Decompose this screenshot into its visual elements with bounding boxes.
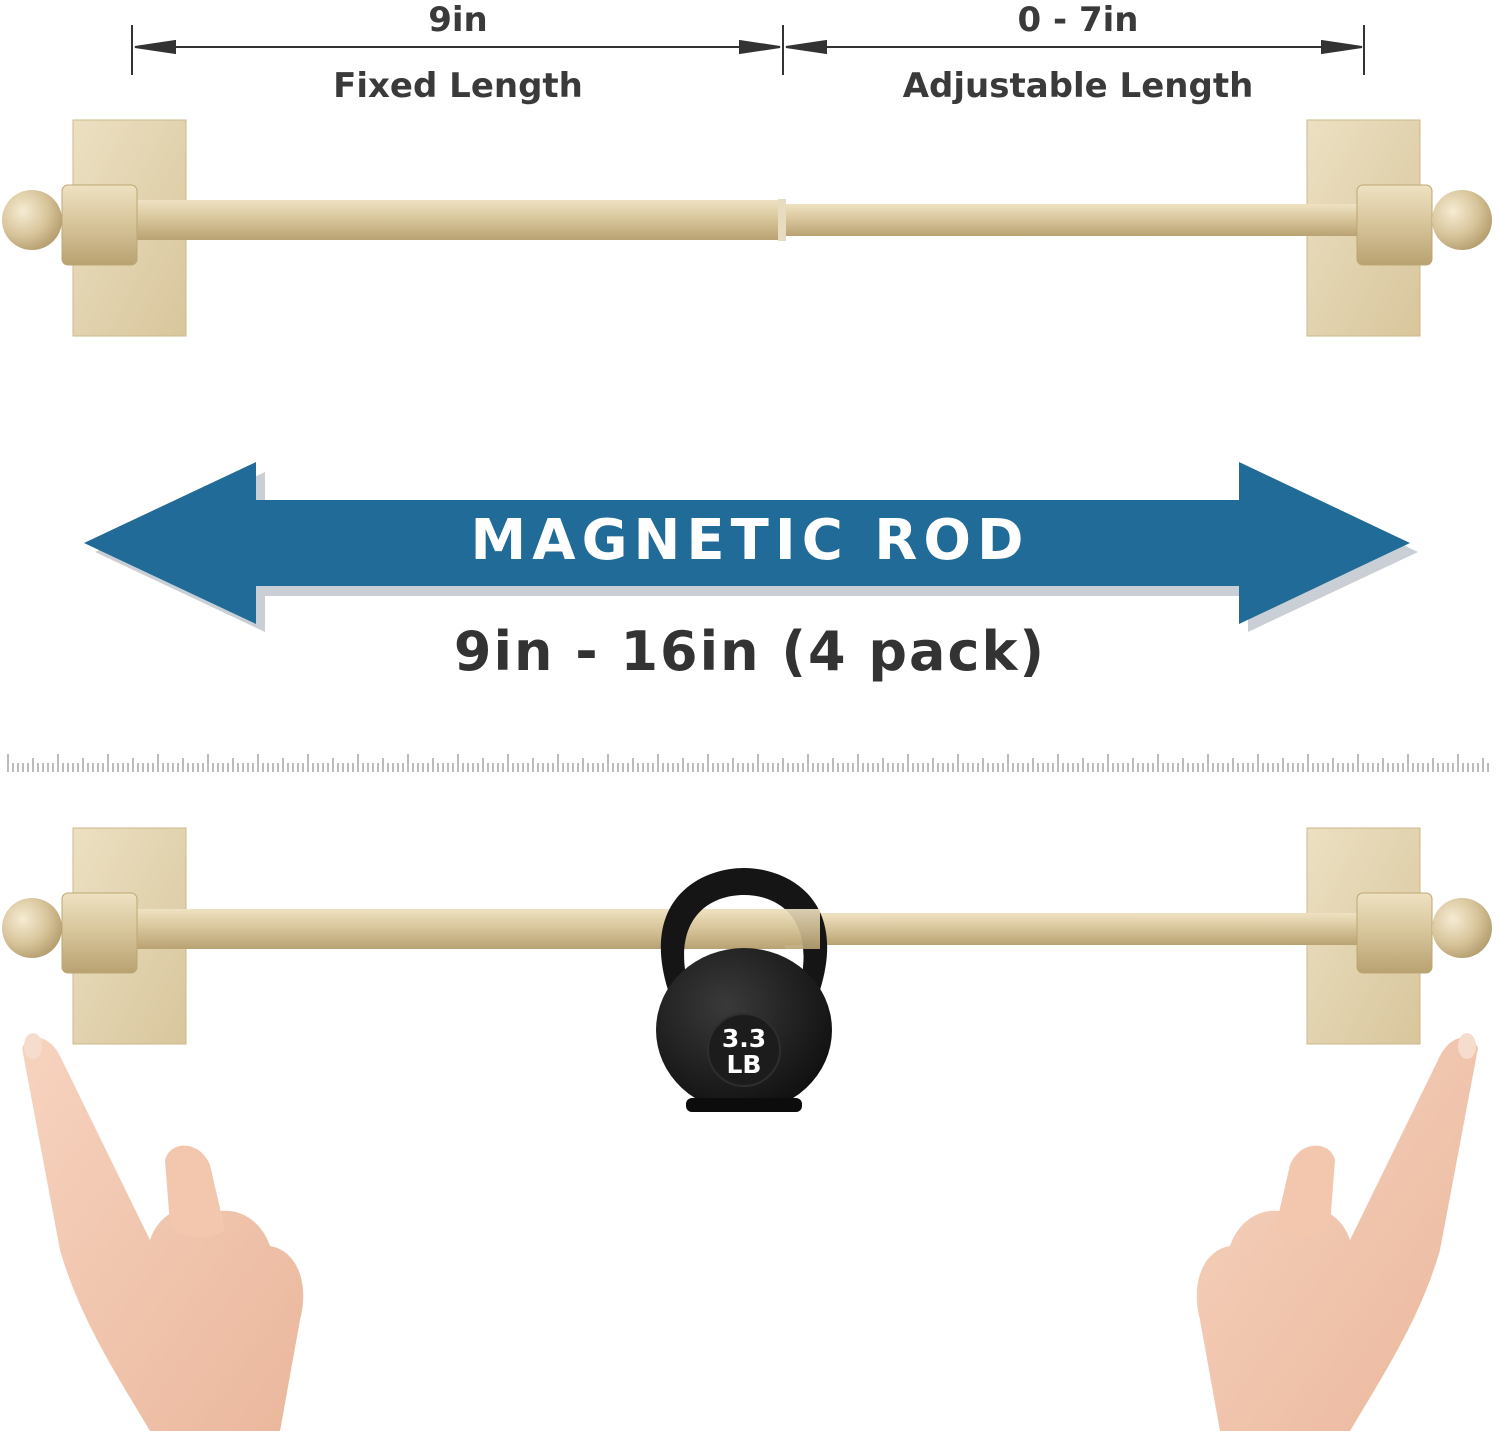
right-holder [1356, 892, 1433, 974]
ruler-icon [7, 754, 1489, 772]
right-holder [1356, 184, 1433, 266]
double-arrow-icon [84, 462, 1418, 632]
fixed-length-value: 9in [428, 0, 488, 40]
rod-joint [778, 199, 786, 241]
fixed-length-label: Fixed Length [333, 66, 583, 106]
length-range: 9in - 16in (4 pack) [453, 620, 1047, 683]
hand-icon [1196, 1033, 1478, 1431]
kettlebell-weight-unit: LB [726, 1050, 762, 1079]
right-finial [1432, 190, 1492, 250]
left-holder [61, 892, 138, 974]
right-finial [1432, 898, 1492, 958]
top-rod-assembly [2, 119, 1492, 337]
rod-fixed-section [130, 200, 785, 240]
product-title: MAGNETIC ROD [470, 508, 1030, 573]
adjustable-length-value: 0 - 7in [1017, 0, 1139, 40]
dimension-arrow-icon [131, 25, 1365, 75]
adjustable-length-label: Adjustable Length [902, 66, 1254, 106]
kettlebell-icon [656, 868, 832, 1112]
hand-icon [22, 1033, 304, 1431]
left-finial [2, 190, 62, 250]
left-finial [2, 898, 62, 958]
rod-adjustable-section [785, 913, 1365, 945]
left-holder [61, 184, 138, 266]
rod-adjustable-section [785, 204, 1365, 236]
kettlebell-weight-number: 3.3 [721, 1024, 767, 1053]
